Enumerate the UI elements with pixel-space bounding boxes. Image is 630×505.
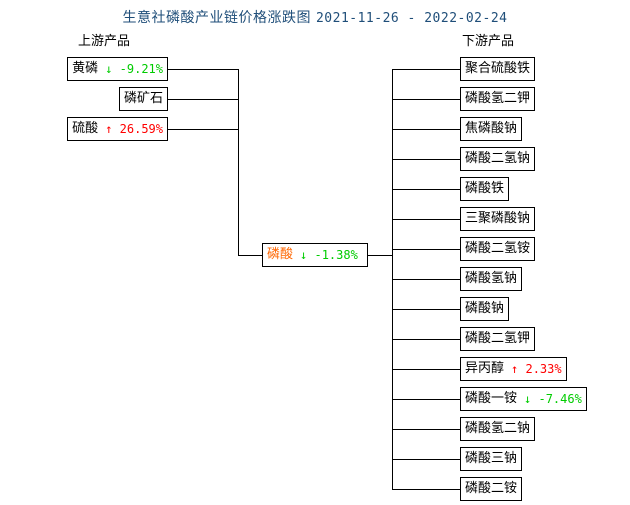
downstream-node-1[interactable]: 磷酸氢二钾 [460, 87, 536, 111]
downstream-connector-14 [392, 489, 460, 490]
product-name: 磷酸三钠 [465, 451, 518, 466]
product-name: 磷酸氢二钠 [465, 421, 531, 436]
downstream-node-9[interactable]: 磷酸二氢钾 [460, 327, 536, 351]
upstream-connector-0 [168, 69, 238, 70]
product-name: 磷酸 [267, 247, 294, 262]
chart-date-range: 2021-11-26 - 2022-02-24 [315, 11, 508, 26]
downstream-node-11[interactable]: 磷酸一铵 ↓ -7.46% [460, 387, 587, 411]
product-name: 磷酸二氢钠 [465, 151, 531, 166]
center-to-downstream-connector [368, 255, 392, 256]
downstream-connector-9 [392, 339, 460, 340]
downstream-connector-7 [392, 279, 460, 280]
up-arrow-icon: ↑ [105, 122, 113, 136]
product-name: 磷酸一铵 [465, 391, 518, 406]
upstream-column-header: 上游产品 [78, 34, 131, 49]
downstream-connector-13 [392, 459, 460, 460]
upstream-bus [238, 69, 239, 255]
change-pct: ↑ 2.33% [511, 362, 562, 376]
downstream-connector-8 [392, 309, 460, 310]
change-pct: ↓ -9.21% [105, 62, 163, 76]
downstream-node-4[interactable]: 磷酸铁 [460, 177, 510, 201]
downstream-node-7[interactable]: 磷酸氢钠 [460, 267, 523, 291]
product-name: 黄磷 [72, 61, 99, 76]
downstream-connector-0 [392, 69, 460, 70]
change-pct: ↓ -1.38% [300, 248, 358, 262]
up-arrow-icon: ↑ [511, 362, 519, 376]
product-name: 异丙醇 [465, 361, 505, 376]
product-name: 硫酸 [72, 121, 99, 136]
downstream-connector-11 [392, 399, 460, 400]
downstream-connector-2 [392, 129, 460, 130]
change-pct: ↓ -7.46% [524, 392, 582, 406]
downstream-bus [392, 69, 393, 489]
downstream-connector-10 [392, 369, 460, 370]
product-name: 磷酸二氢铵 [465, 241, 531, 256]
upstream-node-2[interactable]: 硫酸 ↑ 26.59% [67, 117, 168, 141]
product-name: 磷酸二铵 [465, 481, 518, 496]
downstream-column-header: 下游产品 [462, 34, 515, 49]
downstream-connector-4 [392, 189, 460, 190]
downstream-connector-1 [392, 99, 460, 100]
product-name: 磷酸氢二钾 [465, 91, 531, 106]
down-arrow-icon: ↓ [524, 392, 532, 406]
chart-title-text: 生意社磷酸产业链价格涨跌图 [122, 10, 312, 26]
downstream-node-6[interactable]: 磷酸二氢铵 [460, 237, 536, 261]
product-name: 磷酸钠 [465, 301, 505, 316]
downstream-connector-3 [392, 159, 460, 160]
product-name: 磷酸氢钠 [465, 271, 518, 286]
downstream-node-10[interactable]: 异丙醇 ↑ 2.33% [460, 357, 567, 381]
product-name: 磷矿石 [123, 91, 163, 106]
downstream-node-0[interactable]: 聚合硫酸铁 [460, 57, 536, 81]
product-name: 磷酸铁 [465, 181, 505, 196]
downstream-node-13[interactable]: 磷酸三钠 [460, 447, 523, 471]
downstream-connector-5 [392, 219, 460, 220]
upstream-connector-2 [168, 129, 238, 130]
upstream-node-0[interactable]: 黄磷 ↓ -9.21% [67, 57, 168, 81]
chart-title: 生意社磷酸产业链价格涨跌图 2021-11-26 - 2022-02-24 [0, 7, 630, 27]
product-name: 三聚磷酸钠 [465, 211, 531, 226]
downstream-node-12[interactable]: 磷酸氢二钠 [460, 417, 536, 441]
downstream-node-8[interactable]: 磷酸钠 [460, 297, 510, 321]
down-arrow-icon: ↓ [105, 62, 113, 76]
downstream-connector-6 [392, 249, 460, 250]
downstream-node-14[interactable]: 磷酸二铵 [460, 477, 523, 501]
product-name: 聚合硫酸铁 [465, 61, 531, 76]
change-pct: ↑ 26.59% [105, 122, 163, 136]
downstream-node-2[interactable]: 焦磷酸钠 [460, 117, 523, 141]
upstream-to-center-connector [238, 255, 262, 256]
down-arrow-icon: ↓ [300, 248, 308, 262]
product-name: 焦磷酸钠 [465, 121, 518, 136]
upstream-connector-1 [168, 99, 238, 100]
center-node-phosphoric-acid[interactable]: 磷酸 ↓ -1.38% [262, 243, 368, 267]
upstream-node-1[interactable]: 磷矿石 [118, 87, 168, 111]
product-name: 磷酸二氢钾 [465, 331, 531, 346]
downstream-node-3[interactable]: 磷酸二氢钠 [460, 147, 536, 171]
downstream-connector-12 [392, 429, 460, 430]
downstream-node-5[interactable]: 三聚磷酸钠 [460, 207, 536, 231]
